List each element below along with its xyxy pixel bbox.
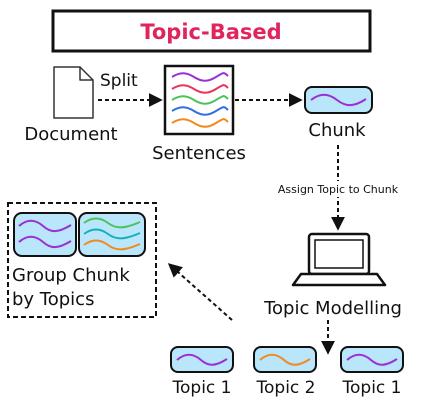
sentence-line-green [171, 95, 229, 105]
document-label: Document [24, 124, 117, 145]
topic-label-b: Topic 2 [256, 378, 316, 398]
document-icon [53, 66, 94, 119]
sentence-line-orange [171, 118, 229, 128]
sentence-line-red [171, 84, 229, 94]
chunk-label: Chunk [308, 120, 366, 141]
sentence-line-blue [171, 106, 229, 116]
assign-topic-label: Assign Topic to Chunk [278, 183, 399, 196]
sentences-box [163, 64, 235, 136]
split-label: Split [100, 71, 138, 91]
laptop-icon [291, 232, 387, 287]
group-chunk-topic-1 [13, 212, 77, 257]
topic-modelling-label: Topic Modelling [263, 298, 402, 319]
topic-label-c: Topic 1 [342, 378, 402, 398]
title-box: Topic-Based [51, 9, 372, 53]
group-chunk-topic-2 [78, 212, 146, 257]
topic-chunk-b [253, 346, 317, 373]
diagram-title: Topic-Based [140, 20, 281, 44]
arrow-to-group [167, 263, 233, 321]
group-label-line1: Group Chunk [12, 265, 130, 286]
chunk-shape [304, 86, 373, 114]
topic-label-a: Topic 1 [172, 378, 232, 398]
sentence-line-purple [171, 72, 229, 82]
topic-chunk-a [170, 346, 234, 373]
group-box [7, 202, 157, 318]
group-label-line2: by Topics [12, 289, 94, 310]
sentences-label: Sentences [152, 143, 246, 164]
topic-chunk-c [340, 346, 404, 373]
